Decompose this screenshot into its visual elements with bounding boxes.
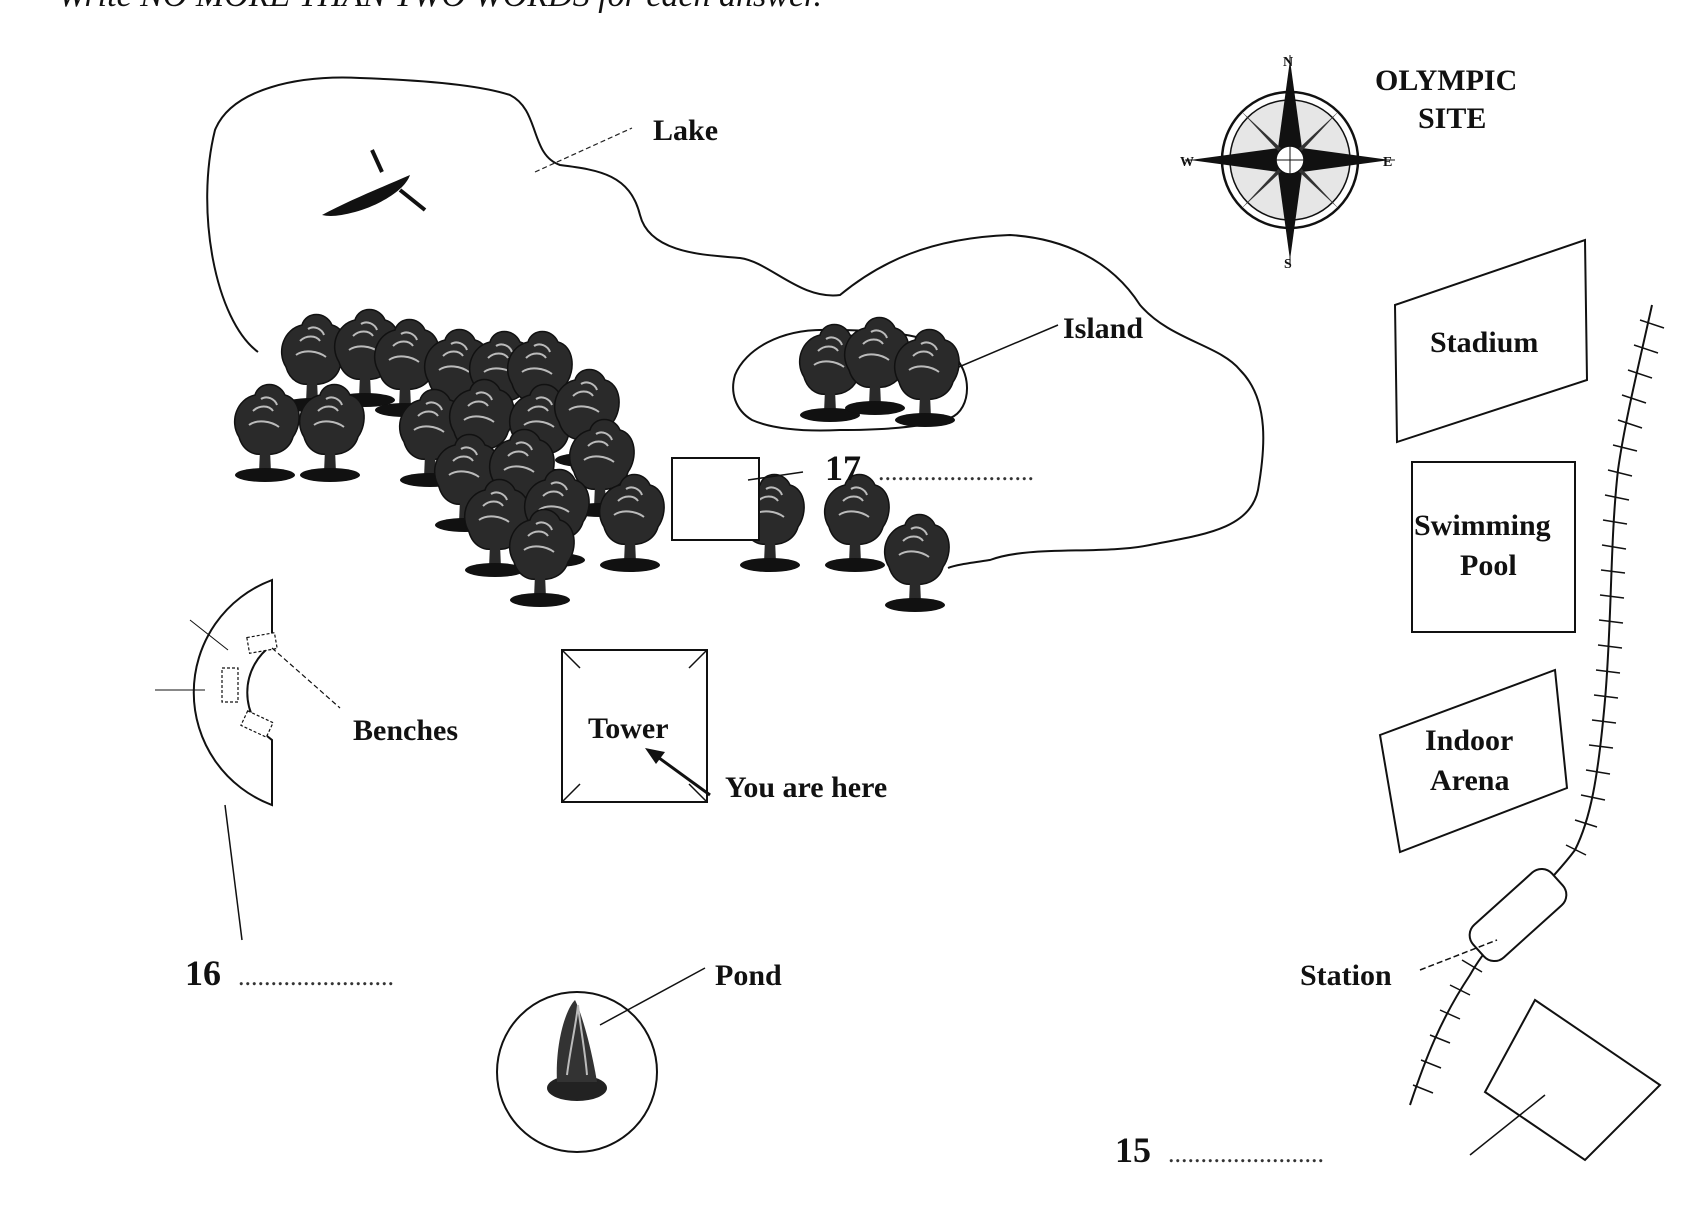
tree-icon [233,383,301,483]
compass-s: S [1284,257,1292,272]
instruction-text: Write NO MORE THAN TWO WORDS for each an… [58,0,822,14]
q15-leader [1469,1094,1546,1156]
compass-e: E [1383,155,1392,170]
fountain-icon [547,1000,607,1101]
compass-rose-icon [1185,55,1395,265]
question-17-number: 17 [825,448,861,488]
tree-icon [893,328,961,428]
lake-outline [206,76,1265,569]
stadium-label: Stadium [1430,326,1538,359]
arrow-head-icon [645,748,665,764]
tower-corners [561,649,708,803]
railway-ties [1412,319,1665,1094]
station-label: Station [1300,959,1392,992]
bench-area-path [189,619,229,651]
you-are-here-arrow [654,753,711,797]
station-leader [1419,939,1498,971]
tree-icon [823,473,891,573]
swimming-pool-label-1: Swimming [1414,509,1551,542]
question-16-number: 16 [185,953,221,993]
indoor-arena-label-2: Arena [1430,764,1509,797]
tower-label: Tower [588,712,669,745]
tree-icon [883,513,951,613]
question-17-blank[interactable]: ........................ [878,457,1034,486]
question-15-number: 15 [1115,1130,1151,1170]
pond-leader [599,967,706,1026]
stadium-building [1393,238,1589,444]
tree-icon [508,508,576,608]
lake-label: Lake [653,114,718,147]
tree-icon [298,383,366,483]
question-16-blank[interactable]: ........................ [238,962,394,991]
benches-leader [271,647,341,709]
lake-leader [534,127,633,173]
boat-icon [322,149,427,216]
compass-w: W [1180,155,1194,170]
q17-leader [747,471,804,481]
indoor-arena-building [1378,668,1569,854]
indoor-arena-label-1: Indoor [1425,724,1513,757]
railway-line [1409,304,1653,1106]
building-15 [1483,998,1662,1162]
compass-n: N [1283,55,1293,70]
bench-icons [221,631,278,738]
benches-label: Benches [353,714,458,747]
q16-leader [224,804,243,941]
swimming-pool-building [1411,461,1576,633]
pond-label: Pond [715,959,782,992]
tree-icon [598,473,666,573]
swimming-pool-label-2: Pool [1460,549,1517,582]
building-17 [671,457,760,541]
you-are-here-label: You are here [725,771,887,804]
map-title-line-2: SITE [1418,102,1486,135]
map-title-line-1: OLYMPIC [1375,64,1517,97]
question-15-blank[interactable]: ........................ [1168,1139,1324,1168]
station-building [1468,867,1568,963]
island-label: Island [1063,312,1143,345]
